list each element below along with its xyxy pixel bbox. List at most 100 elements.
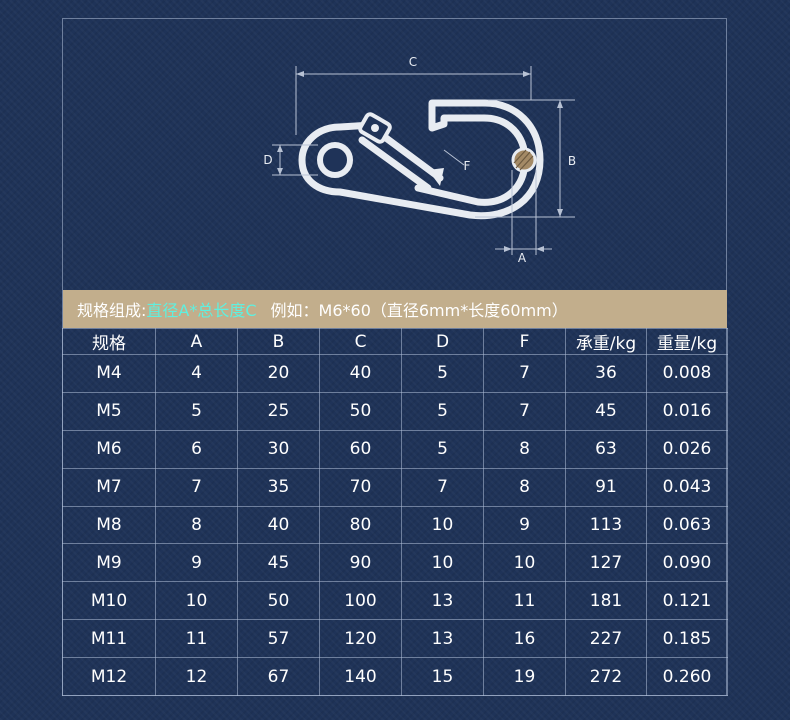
table-cell: 90 — [319, 543, 402, 583]
table-cell: 4 — [155, 354, 238, 393]
table-cell: 19 — [483, 657, 566, 696]
dimension-lines — [272, 66, 575, 255]
table-cell: M9 — [62, 543, 156, 583]
table-cell: 127 — [565, 543, 647, 583]
table-cell: M11 — [62, 619, 156, 658]
table-cell: M5 — [62, 391, 156, 431]
table-cell: 9 — [155, 543, 238, 583]
table-cell: 91 — [565, 467, 647, 507]
spec-prefix: 规格组成: — [77, 301, 147, 320]
table-cell: 0.063 — [646, 505, 728, 545]
table-cell: M8 — [62, 505, 156, 545]
table-cell: 140 — [319, 657, 402, 696]
spec-table: 规格 A B C D F 承重/kg 重量/kg M4 4 20 40 5 7 … — [62, 328, 728, 696]
table-cell: 40 — [237, 505, 320, 545]
eye-hole — [317, 142, 353, 178]
table-cell: 227 — [565, 619, 647, 658]
table-cell: 113 — [565, 505, 647, 545]
table-cell: 35 — [237, 467, 320, 507]
table-cell: 0.121 — [646, 581, 728, 621]
header-load: 承重/kg — [565, 328, 647, 355]
table-cell: 36 — [565, 354, 647, 393]
table-cell: 13 — [401, 619, 484, 658]
header-spec: 规格 — [62, 328, 156, 355]
table-cell: 40 — [319, 354, 402, 393]
dim-label-a: A — [518, 251, 527, 265]
table-cell: 50 — [237, 581, 320, 621]
table-cell: 50 — [319, 391, 402, 431]
table-cell: 57 — [237, 619, 320, 658]
table-cell: 0.260 — [646, 657, 728, 696]
dim-label-f: F — [464, 159, 471, 173]
table-cell: 0.090 — [646, 543, 728, 583]
header-d: D — [401, 328, 484, 355]
table-cell: 8 — [155, 505, 238, 545]
table-cell: 100 — [319, 581, 402, 621]
table-cell: 80 — [319, 505, 402, 545]
table-row: M8 8 40 80 10 9 113 0.063 — [62, 505, 728, 545]
table-cell: 7 — [483, 391, 566, 431]
table-row: M9 9 45 90 10 10 127 0.090 — [62, 543, 728, 583]
table-header-row: 规格 A B C D F 承重/kg 重量/kg — [62, 328, 728, 355]
dimension-arrows — [277, 71, 563, 252]
table-cell: 5 — [401, 429, 484, 469]
table-row: M7 7 35 70 7 8 91 0.043 — [62, 467, 728, 507]
table-cell: 67 — [237, 657, 320, 696]
table-row: M4 4 20 40 5 7 36 0.008 — [62, 354, 728, 393]
section-hatch — [513, 149, 534, 171]
table-cell: 70 — [319, 467, 402, 507]
spec-example: 例如：M6*60（直径6mm*长度60mm） — [270, 301, 568, 320]
table-cell: 10 — [401, 543, 484, 583]
table-cell: 63 — [565, 429, 647, 469]
table-cell: 7 — [483, 354, 566, 393]
header-f: F — [483, 328, 566, 355]
table-cell: 8 — [483, 467, 566, 507]
table-cell: 20 — [237, 354, 320, 393]
gate-tip — [428, 168, 444, 186]
table-cell: 13 — [401, 581, 484, 621]
table-cell: 5 — [155, 391, 238, 431]
snap-hook-diagram: C B D F A — [263, 55, 576, 265]
spec-highlight: 直径A*总长度C — [146, 301, 257, 320]
table-cell: 10 — [483, 543, 566, 583]
header-a: A — [155, 328, 238, 355]
table-cell: 7 — [401, 467, 484, 507]
table-cell: 5 — [401, 391, 484, 431]
spec-banner: 规格组成: 直径A*总长度C 例如：M6*60（直径6mm*长度60mm） — [63, 290, 727, 328]
table-cell: 25 — [237, 391, 320, 431]
table-row: M11 11 57 120 13 16 227 0.185 — [62, 619, 728, 658]
table-cell: M7 — [62, 467, 156, 507]
table-cell: 30 — [237, 429, 320, 469]
header-weight: 重量/kg — [646, 328, 728, 355]
table-cell: 9 — [483, 505, 566, 545]
table-row: M5 5 25 50 5 7 45 0.016 — [62, 391, 728, 431]
header-b: B — [237, 328, 320, 355]
table-cell: 272 — [565, 657, 647, 696]
table-cell: 45 — [237, 543, 320, 583]
table-cell: 16 — [483, 619, 566, 658]
table-cell: 6 — [155, 429, 238, 469]
gate-pivot — [358, 112, 392, 144]
table-row: M6 6 30 60 5 8 63 0.026 — [62, 429, 728, 469]
table-cell: M10 — [62, 581, 156, 621]
table-cell: 5 — [401, 354, 484, 393]
table-cell: 10 — [401, 505, 484, 545]
table-cell: 181 — [565, 581, 647, 621]
table-cell: M4 — [62, 354, 156, 393]
dim-label-d: D — [263, 153, 272, 167]
table-cell: 0.026 — [646, 429, 728, 469]
table-cell: 120 — [319, 619, 402, 658]
table-cell: 0.185 — [646, 619, 728, 658]
table-cell: 11 — [155, 619, 238, 658]
table-cell: M12 — [62, 657, 156, 696]
table-cell: 0.016 — [646, 391, 728, 431]
table-cell: 45 — [565, 391, 647, 431]
table-row: M10 10 50 100 13 11 181 0.121 — [62, 581, 728, 621]
table-cell: 10 — [155, 581, 238, 621]
table-row: M12 12 67 140 15 19 272 0.260 — [62, 657, 728, 696]
table-cell: 8 — [483, 429, 566, 469]
table-cell: 11 — [483, 581, 566, 621]
table-cell: 15 — [401, 657, 484, 696]
dim-label-c: C — [409, 55, 417, 69]
table-cell: M6 — [62, 429, 156, 469]
